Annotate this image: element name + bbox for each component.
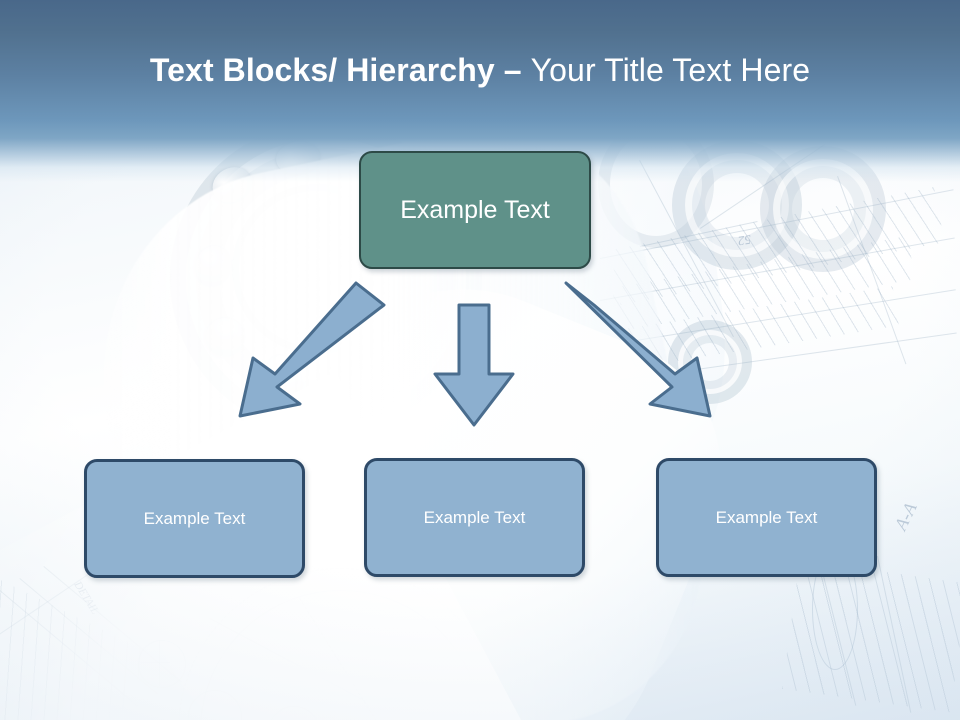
hierarchy-child-label-1: Example Text (143, 508, 246, 528)
page-title-strong: Text Blocks/ Hierarchy (149, 52, 504, 88)
hierarchy-root-node[interactable]: Example Text (359, 151, 591, 269)
hierarchy-child-node-1[interactable]: Example Text (84, 459, 305, 578)
hierarchy-child-node-3[interactable]: Example Text (656, 458, 877, 577)
hierarchy-root-label: Example Text (400, 195, 550, 224)
page-title: Text Blocks/ Hierarchy – Your Title Text… (0, 52, 960, 89)
page-title-separator: – (503, 52, 531, 88)
hierarchy-child-label-2: Example Text (423, 507, 526, 527)
hierarchy-child-node-2[interactable]: Example Text (364, 458, 585, 577)
page-title-light: Your Title Text Here (530, 52, 811, 88)
hierarchy-child-label-3: Example Text (715, 507, 818, 527)
